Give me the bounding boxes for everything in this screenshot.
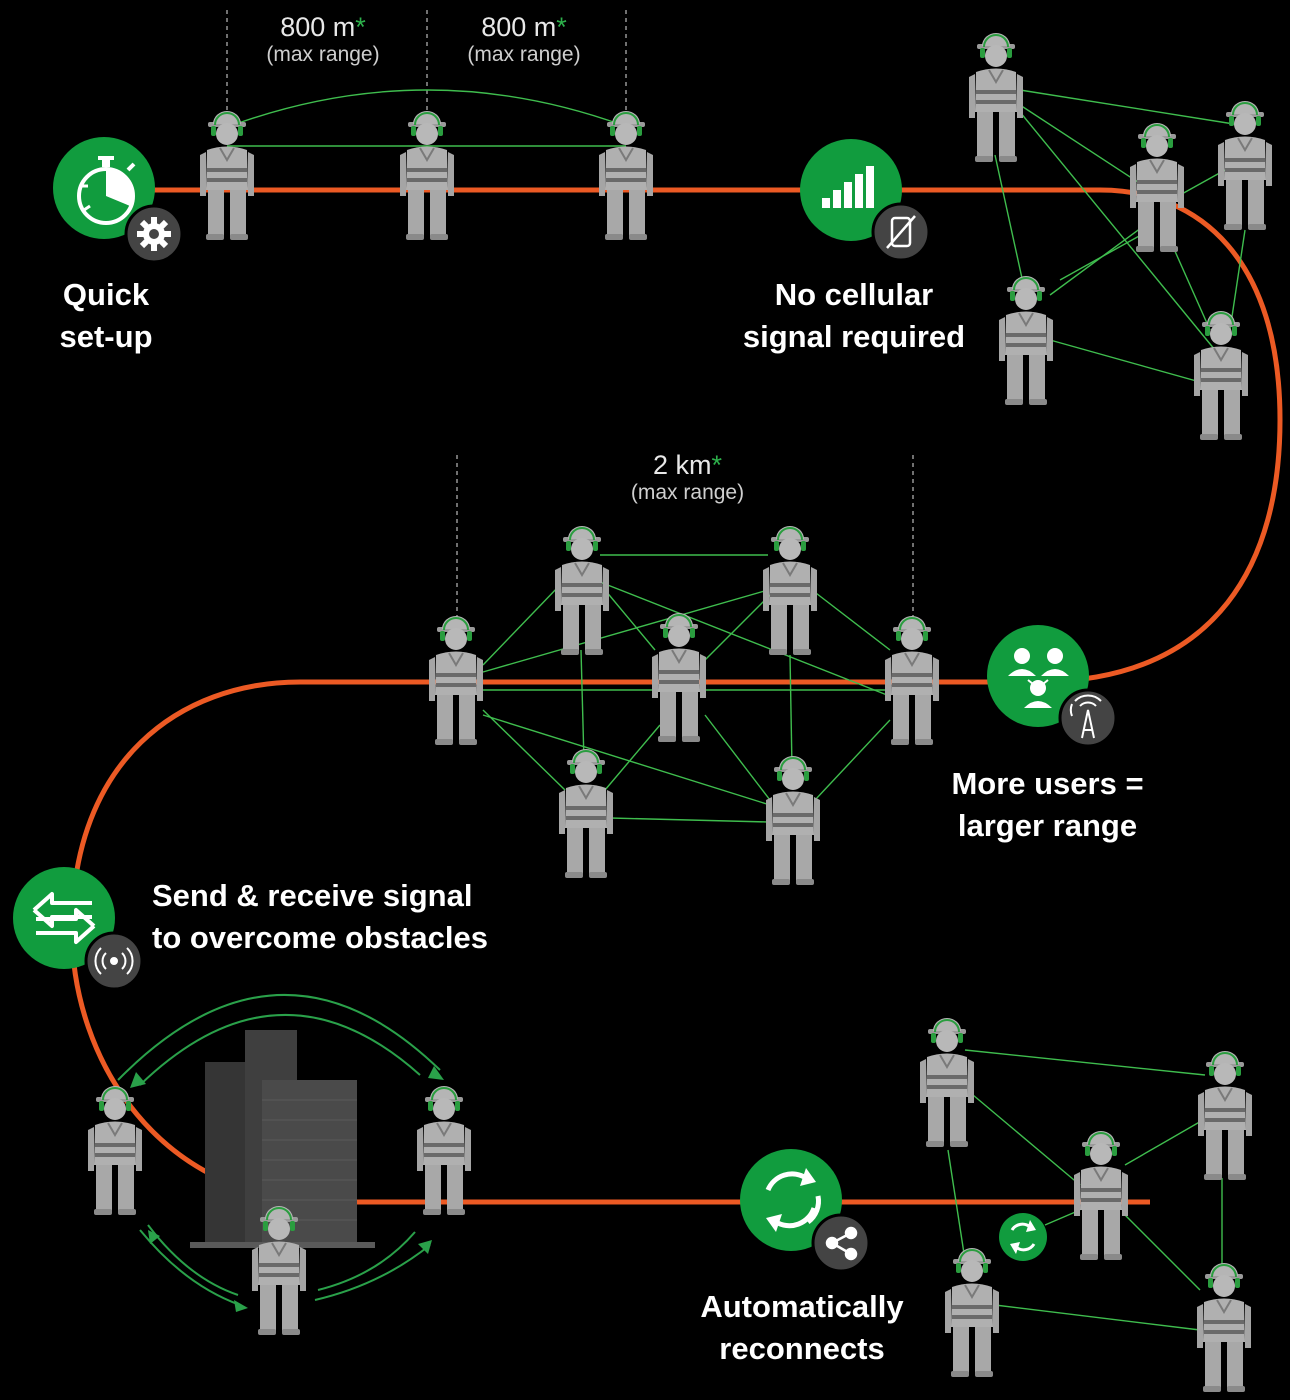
two-way-arrows-icon <box>32 892 96 944</box>
mesh-links <box>227 89 1246 1331</box>
orange-route-path <box>69 187 1283 1205</box>
label-line: reconnects <box>719 1331 885 1366</box>
label-auto-reconnect: Automatically reconnects <box>672 1286 932 1370</box>
share-icon <box>825 1226 858 1261</box>
label-no-cellular: No cellular signal required <box>714 274 994 358</box>
stopwatch-icon <box>77 156 136 225</box>
signal-bars-icon <box>822 166 874 208</box>
asterisk: * <box>556 12 567 42</box>
distance-label-1: 800 m* (max range) <box>248 12 398 68</box>
label-line: to overcome obstacles <box>152 920 488 955</box>
feature-send-receive <box>13 867 144 991</box>
distance-value: 800 m <box>280 12 356 42</box>
label-send-receive: Send & receive signal to overcome obstac… <box>152 875 542 959</box>
distance-note: (max range) <box>630 481 745 504</box>
distance-value: 800 m <box>481 12 557 42</box>
label-line: signal required <box>742 319 966 354</box>
broadcast-icon <box>94 947 134 975</box>
distance-note: (max range) <box>266 43 380 66</box>
range-markers <box>226 10 914 622</box>
distance-value: 2 km <box>652 450 712 480</box>
radio-tower-icon <box>1069 694 1102 739</box>
label-line: More users = <box>951 766 1144 801</box>
reconnect-arrows-icon <box>765 1168 821 1232</box>
asterisk: * <box>711 450 723 480</box>
label-line: No cellular <box>774 277 934 312</box>
group-users-icon <box>1008 648 1069 708</box>
label-more-users: More users = larger range <box>920 763 1175 847</box>
label-line: set-up <box>59 319 153 354</box>
label-quick-setup: Quick set-up <box>26 274 186 358</box>
no-phone-icon <box>886 215 916 249</box>
label-line: Quick <box>62 277 150 312</box>
feature-more-users <box>987 625 1118 748</box>
distance-label-2: 800 m* (max range) <box>449 12 599 68</box>
feature-quick-setup <box>53 137 184 264</box>
gear-icon <box>137 217 171 251</box>
distance-label-3: 2 km* (max range) <box>610 450 765 506</box>
small-reconnect-icon <box>999 1213 1047 1261</box>
label-line: Automatically <box>700 1289 904 1324</box>
label-line: Send & receive signal <box>152 878 473 913</box>
distance-note: (max range) <box>467 43 581 66</box>
feature-no-cellular <box>800 139 931 262</box>
asterisk: * <box>355 12 366 42</box>
feature-auto-reconnect <box>740 1149 871 1273</box>
signal-arrowheads <box>130 1066 444 1312</box>
label-line: larger range <box>957 808 1138 843</box>
